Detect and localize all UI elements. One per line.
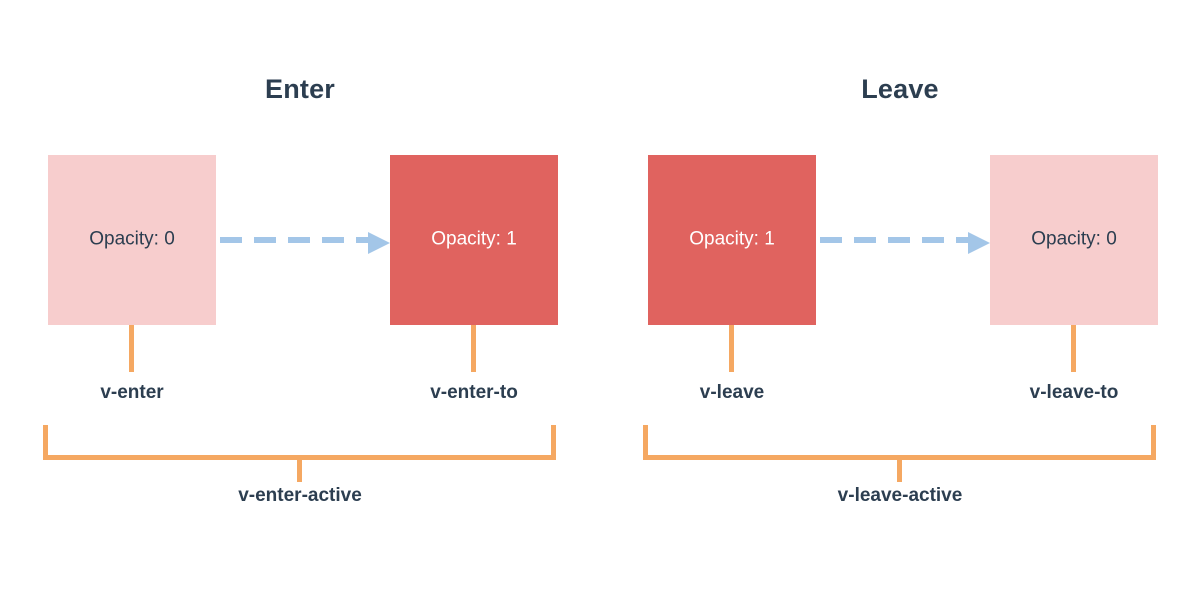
class-label-v-leave-to: v-leave-to: [1029, 382, 1119, 403]
panel-title-leave: Leave: [861, 74, 939, 104]
class-label-v-leave: v-leave: [699, 382, 765, 403]
state-box-enter-to: Opacity: 1: [390, 155, 558, 325]
active-bracket-stem-leave: [897, 458, 902, 482]
state-box-enter-to-label: Opacity: 1: [431, 228, 517, 250]
class-label-v-enter: v-enter: [100, 382, 164, 403]
active-bracket-leave: [643, 425, 1156, 460]
panel-enter: Enter Opacity: 0 Opacity: 1 v-enter v-en…: [43, 74, 558, 506]
state-box-leave-to: Opacity: 0: [990, 155, 1158, 325]
panel-title-enter: Enter: [264, 74, 336, 104]
transition-arrow-enter: [216, 232, 390, 254]
class-label-v-enter-active: v-enter-active: [238, 485, 362, 506]
class-label-v-leave-active: v-leave-active: [837, 485, 963, 506]
active-bracket-stem-enter: [297, 458, 302, 482]
active-bracket-enter: [43, 425, 556, 460]
connector-stem-leave-from: [729, 325, 734, 372]
state-box-enter-from-label: Opacity: 0: [89, 228, 175, 250]
connector-stem-enter-from: [129, 325, 134, 372]
arrow-dashed-line-icon: [220, 237, 368, 243]
transition-arrow-leave: [816, 232, 990, 254]
state-box-leave-from-label: Opacity: 1: [689, 228, 775, 250]
panel-leave: Leave Opacity: 1 Opacity: 0 v-leave v-le…: [600, 0, 1200, 600]
state-box-enter-from: Opacity: 0: [48, 155, 216, 325]
state-box-leave-from: Opacity: 1: [648, 155, 816, 325]
arrow-head-icon: [368, 232, 390, 254]
state-box-leave-to-label: Opacity: 0: [1031, 228, 1117, 250]
connector-stem-enter-to: [471, 325, 476, 372]
arrow-head-icon: [968, 232, 990, 254]
connector-stem-leave-to: [1071, 325, 1076, 372]
arrow-dashed-line-icon: [820, 237, 968, 243]
class-label-v-enter-to: v-enter-to: [430, 382, 518, 403]
